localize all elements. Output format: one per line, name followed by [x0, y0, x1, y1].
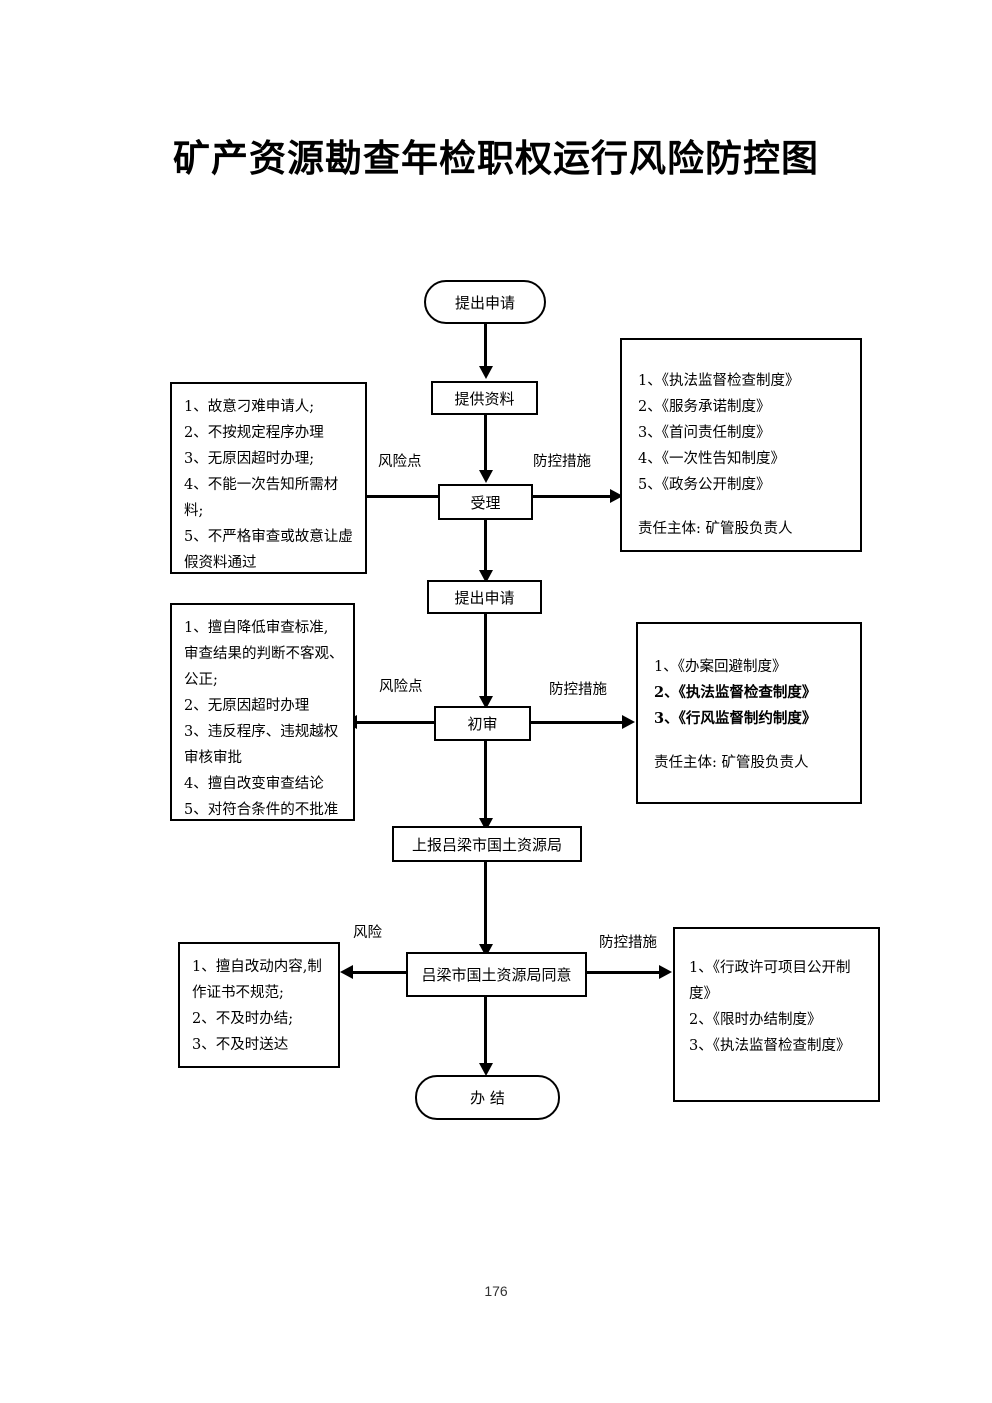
measure-line: 2、《服务承诺制度》 [638, 399, 771, 415]
spacer [654, 732, 848, 750]
risk-line: 公正; [184, 672, 218, 688]
edge-label-measure-2: 防控措施 [549, 682, 607, 698]
risk-line: 审核审批 [184, 750, 242, 766]
measure-box-approve: 1、《行政许可项目公开制 度》 2、《限时办结制度》 3、《执法监督检查制度》 [673, 927, 880, 1102]
risk-line: 1、擅自降低审查标准, [184, 620, 329, 636]
responsible-party: 责任主体: 矿管股负责人 [638, 521, 793, 537]
arrow-accept-to-measure [610, 489, 623, 503]
arrow-review-to-measure [622, 715, 635, 729]
spacer [638, 498, 848, 516]
flow-node-preliminary-review[interactable]: 初审 [434, 706, 531, 741]
risk-line: 2、无原因超时办理 [184, 698, 310, 714]
connector-approve-to-end [484, 996, 487, 1068]
arrow-approve-to-risk [340, 965, 353, 979]
measure-line: 4、《一次性告知制度》 [638, 451, 785, 467]
measure-line: 3、《行风监督制约制度》 [654, 710, 817, 727]
risk-line: 1、擅自改动内容,制 [192, 959, 322, 975]
risk-line: 作证书不规范; [192, 985, 284, 1001]
flow-node-bureau-approval[interactable]: 吕梁市国土资源局同意 [406, 952, 587, 997]
flow-node-label: 受理 [470, 493, 501, 512]
flow-node-label: 上报吕梁市国土资源局 [411, 835, 562, 854]
arrow-start-to-materials [478, 366, 493, 379]
flow-node-accept[interactable]: 受理 [438, 484, 533, 520]
page-number: 176 [484, 1283, 508, 1299]
measure-line: 1、《行政许可项目公开制 [689, 960, 851, 976]
measure-box-accept: 1、《执法监督检查制度》 2、《服务承诺制度》 3、《首问责任制度》 4、《一次… [620, 338, 862, 552]
flow-node-label: 提出申请 [454, 588, 515, 607]
risk-line: 2、不及时办结; [192, 1011, 294, 1027]
flow-node-label: 提供资料 [454, 389, 515, 408]
risk-box-accept: 1、故意刁难申请人; 2、不按规定程序办理 3、无原因超时办理; 4、不能一次告… [170, 382, 367, 574]
connector-approve-to-risk [352, 971, 412, 974]
risk-line: 1、故意刁难申请人; [184, 399, 315, 415]
page-title: 矿产资源勘查年检职权运行风险防控图 [173, 136, 819, 180]
risk-line: 料; [184, 503, 204, 519]
measure-line: 度》 [689, 986, 718, 1002]
flow-node-start[interactable]: 提出申请 [424, 280, 546, 324]
flow-node-report-to-bureau[interactable]: 上报吕梁市国土资源局 [392, 826, 582, 862]
flow-node-label: 办 结 [470, 1089, 505, 1107]
measure-line: 5、《政务公开制度》 [638, 477, 771, 493]
arrow-approve-to-measure [659, 965, 672, 979]
flow-node-provide-materials[interactable]: 提供资料 [431, 381, 538, 415]
connector-review-to-risk [356, 721, 436, 724]
risk-line: 3、不及时送达 [192, 1037, 289, 1053]
edge-label-measure-3: 防控措施 [599, 935, 657, 951]
risk-line: 2、不按规定程序办理 [184, 425, 324, 441]
risk-line: 假资料通过 [184, 555, 257, 571]
measure-line: 2、《限时办结制度》 [689, 1012, 822, 1028]
risk-line: 4、不能一次告知所需材 [184, 477, 339, 493]
risk-line: 3、无原因超时办理; [184, 451, 315, 467]
flow-node-label: 初审 [467, 715, 498, 733]
connector-start-to-materials [484, 322, 487, 370]
risk-line: 5、不严格审查或故意让虚 [184, 529, 353, 545]
edge-label-risk-1: 风险点 [378, 454, 422, 470]
edge-label-risk-2: 风险点 [379, 679, 423, 695]
connector-approve-to-measure [586, 971, 661, 974]
connector-apply2-to-review [484, 613, 487, 701]
measure-line: 1、《办案回避制度》 [654, 659, 787, 675]
connector-accept-to-apply2 [484, 519, 487, 575]
flow-node-submit-application[interactable]: 提出申请 [427, 580, 542, 614]
risk-line: 3、违反程序、违规越权 [184, 724, 339, 740]
flow-node-end[interactable]: 办 结 [415, 1075, 560, 1120]
risk-box-review: 1、擅自降低审查标准, 审查结果的判断不客观、 公正; 2、无原因超时办理 3、… [170, 603, 355, 821]
connector-accept-to-risk [353, 495, 441, 498]
risk-line: 审查结果的判断不客观、 [184, 646, 344, 662]
responsible-party: 责任主体: 矿管股负责人 [654, 755, 809, 771]
flow-node-label: 吕梁市国土资源局同意 [421, 966, 572, 984]
flow-node-label: 提出申请 [454, 293, 515, 312]
arrow-accept-to-apply2 [478, 570, 493, 583]
risk-box-approve: 1、擅自改动内容,制 作证书不规范; 2、不及时办结; 3、不及时送达 [178, 942, 340, 1068]
risk-line: 4、擅自改变审查结论 [184, 776, 324, 792]
connector-accept-to-measure [532, 495, 612, 498]
connector-report-to-approve [484, 861, 487, 949]
measure-line: 3、《执法监督检查制度》 [689, 1038, 851, 1054]
connector-materials-to-accept [484, 414, 487, 474]
arrow-approve-to-end [478, 1063, 493, 1076]
measure-box-review: 1、《办案回避制度》 2、《执法监督检查制度》 3、《行风监督制约制度》 责任主… [636, 622, 862, 804]
measure-line: 2、《执法监督检查制度》 [654, 684, 817, 701]
arrow-apply2-to-review [478, 696, 493, 709]
edge-label-risk-3: 风险 [353, 925, 382, 941]
edge-label-measure-1: 防控措施 [533, 454, 591, 470]
arrow-materials-to-accept [478, 470, 493, 483]
connector-review-to-measure [530, 721, 624, 724]
risk-line: 5、对符合条件的不批准 [184, 802, 339, 818]
connector-review-to-report [484, 740, 487, 822]
measure-line: 1、《执法监督检查制度》 [638, 373, 800, 389]
measure-line: 3、《首问责任制度》 [638, 425, 771, 441]
